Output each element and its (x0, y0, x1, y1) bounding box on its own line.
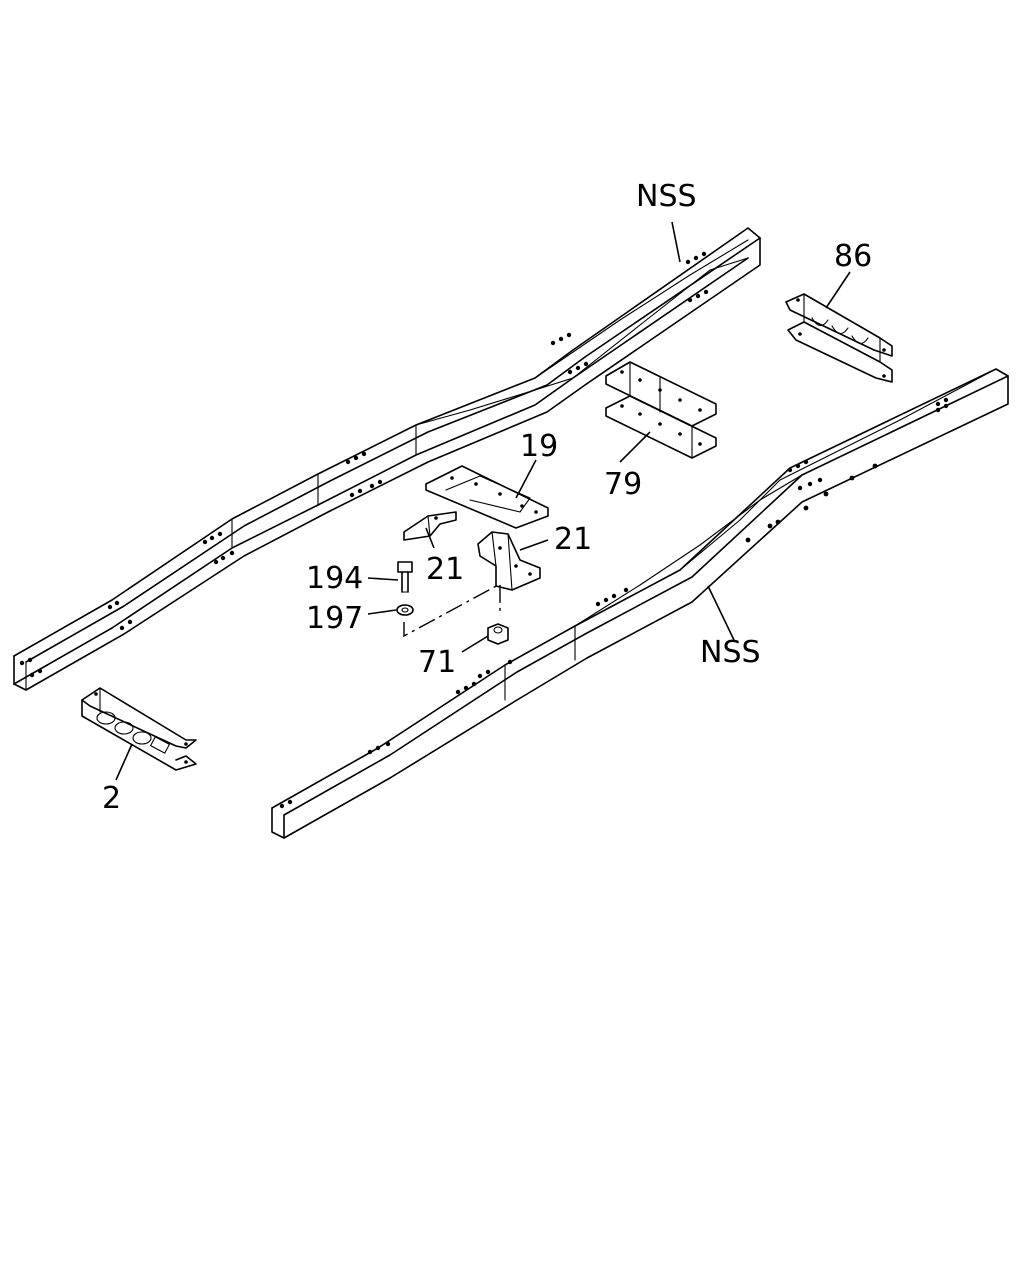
crossmember-19 (425, 465, 549, 529)
callout-19: 19 (520, 429, 558, 464)
side-rail-left (13, 227, 761, 691)
bolt-194 (397, 561, 413, 593)
callout-21-right: 21 (554, 522, 592, 557)
callout-nss-top: NSS (636, 179, 697, 214)
bracket-21-left (403, 511, 457, 541)
callout-194: 194 (306, 561, 363, 596)
leader-lines (115, 221, 851, 781)
side-rail-right (271, 368, 1009, 839)
callout-nss-bottom: NSS (700, 635, 761, 670)
crossmember-79 (605, 361, 717, 459)
bracket-21-right (477, 531, 541, 591)
callout-79: 79 (604, 467, 642, 502)
crossmember-2 (81, 687, 197, 771)
nut-71 (487, 623, 509, 645)
crossmember-86 (785, 293, 893, 383)
callout-2: 2 (102, 781, 121, 816)
assembly-centerline (403, 582, 501, 638)
callout-21-left: 21 (426, 552, 464, 587)
washer-197 (396, 604, 414, 616)
callout-197: 197 (306, 601, 363, 636)
callout-86: 86 (834, 239, 872, 274)
callout-71: 71 (418, 645, 456, 680)
